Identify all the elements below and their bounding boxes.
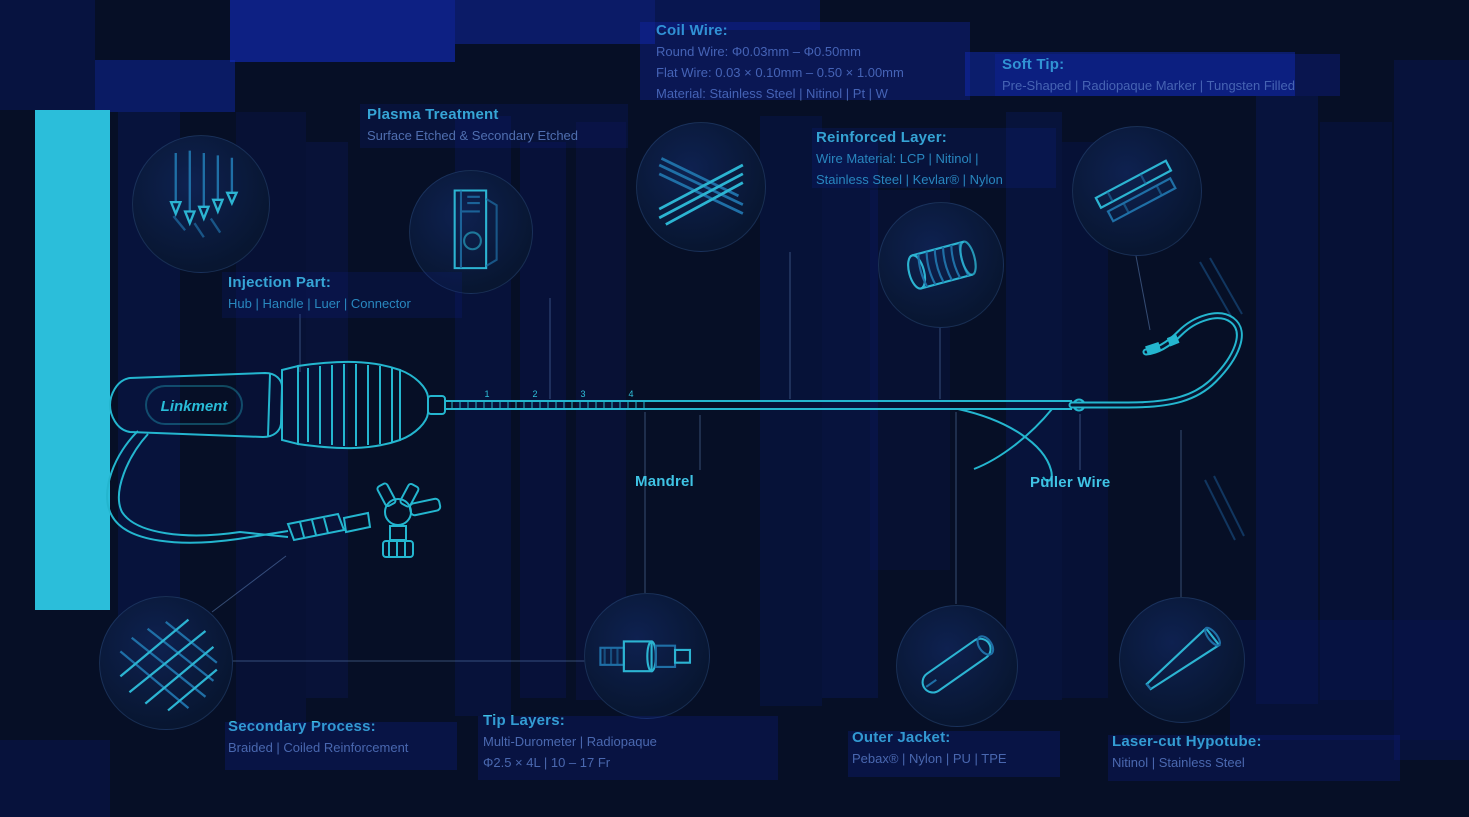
detail-circle-outer-jacket (896, 605, 1018, 727)
label-plasma-treatment: Plasma Treatment Surface Etched & Second… (367, 106, 578, 144)
label-body: Stainless Steel | Kevlar® | Nylon (816, 172, 1003, 187)
catheter-handle (108, 360, 446, 450)
detail-circle-tip-layers (584, 593, 710, 719)
label-body: Material: Stainless Steel | Nitinol | Pt… (656, 86, 888, 101)
label-body: Wire Material: LCP | Nitinol | (816, 151, 979, 166)
label-title: Soft Tip: (1002, 56, 1065, 73)
catheter-shaft (445, 398, 1086, 412)
flush-line-assembly (106, 430, 442, 558)
detail-circle-hypotube (1119, 597, 1245, 723)
label-puller-wire: Puller Wire (1030, 474, 1110, 491)
label-injection-part: Injection Part: Hub | Handle | Luer | Co… (228, 274, 411, 312)
label-soft-tip: Soft Tip: Pre-Shaped | Radiopaque Marker… (1002, 56, 1295, 94)
label-body: Surface Etched & Secondary Etched (367, 128, 579, 143)
left-accent-bar (35, 110, 110, 610)
label-title: Reinforced Layer: (816, 129, 947, 146)
svg-text:1: 1 (484, 389, 489, 399)
label-outer-jacket: Outer Jacket: Pebax® | Nylon | PU | TPE (852, 729, 1007, 767)
label-body: Hub | Handle | Luer | Connector (228, 296, 411, 311)
detail-circle-coil-wire (636, 122, 766, 252)
label-body: Pre-Shaped | Radiopaque Marker | Tungste… (1002, 78, 1295, 93)
label-title: Injection Part: (228, 274, 332, 291)
label-title: Puller Wire (1030, 474, 1111, 491)
coil-spring-icon (906, 240, 977, 290)
label-secondary-process: Secondary Process: Braided | Coiled Rein… (228, 718, 408, 756)
brand-logo: Linkment (161, 398, 229, 415)
label-title: Plasma Treatment (367, 106, 499, 123)
label-reinforced-layer: Reinforced Layer: Wire Material: LCP | N… (816, 129, 1003, 188)
stopcock-handle (399, 482, 420, 508)
shaft-marker-numbers: 1 2 3 4 (484, 389, 633, 399)
label-body: Flat Wire: 0.03 × 0.10mm – 0.50 × 1.00mm (656, 65, 904, 80)
svg-text:2: 2 (532, 389, 537, 399)
catheter-tip (1068, 312, 1243, 409)
side-port (408, 497, 442, 517)
label-title: Secondary Process: (228, 718, 376, 735)
label-coil-wire: Coil Wire: Round Wire: Φ0.03mm – Φ0.50mm… (656, 22, 904, 102)
label-title: Coil Wire: (656, 22, 728, 39)
label-mandrel: Mandrel (635, 473, 694, 490)
crossed-wires-icon (658, 157, 744, 226)
tip-cutaway-icon (599, 640, 691, 672)
label-tip-layers: Tip Layers: Multi-Durometer | Radiopaque… (483, 712, 657, 771)
label-body: Multi-Durometer | Radiopaque (483, 734, 657, 749)
tapered-tube-icon (1144, 626, 1221, 691)
label-body: Φ2.5 × 4L | 10 – 17 Fr (483, 755, 611, 770)
stopcock-body (384, 498, 412, 526)
hanging-wires-icon (168, 150, 238, 238)
detail-circle-flat-wire (1072, 126, 1202, 256)
label-body: Round Wire: Φ0.03mm – Φ0.50mm (656, 44, 861, 59)
detail-circle-reinforced-coil (878, 202, 1004, 328)
leader-lines (211, 252, 1182, 662)
label-hypotube: Laser-cut Hypotube: Nitinol | Stainless … (1112, 733, 1262, 771)
braided-mesh-icon (119, 618, 218, 712)
label-title: Outer Jacket: (852, 729, 951, 746)
detail-circle-plasma-machine (409, 170, 533, 294)
label-title: Mandrel (635, 473, 694, 490)
label-body: Braided | Coiled Reinforcement (228, 740, 409, 755)
plasma-machine-icon (453, 188, 498, 269)
label-body: Pebax® | Nylon | PU | TPE (852, 751, 1007, 766)
radiopaque-band (1166, 334, 1180, 347)
puller-wires (957, 408, 1053, 482)
label-body: Nitinol | Stainless Steel (1112, 755, 1245, 770)
radiopaque-band (1145, 342, 1162, 355)
detail-circle-braided-layer (99, 596, 233, 730)
tube-icon (921, 635, 995, 694)
flat-wire-icon (1094, 159, 1177, 223)
label-title: Tip Layers: (483, 712, 565, 729)
label-title: Laser-cut Hypotube: (1112, 733, 1262, 750)
luer-connector (286, 512, 346, 542)
detail-circle-etched-wires (132, 135, 270, 273)
svg-text:3: 3 (580, 389, 585, 399)
svg-text:4: 4 (628, 389, 633, 399)
sketch-fragments (1199, 257, 1245, 541)
